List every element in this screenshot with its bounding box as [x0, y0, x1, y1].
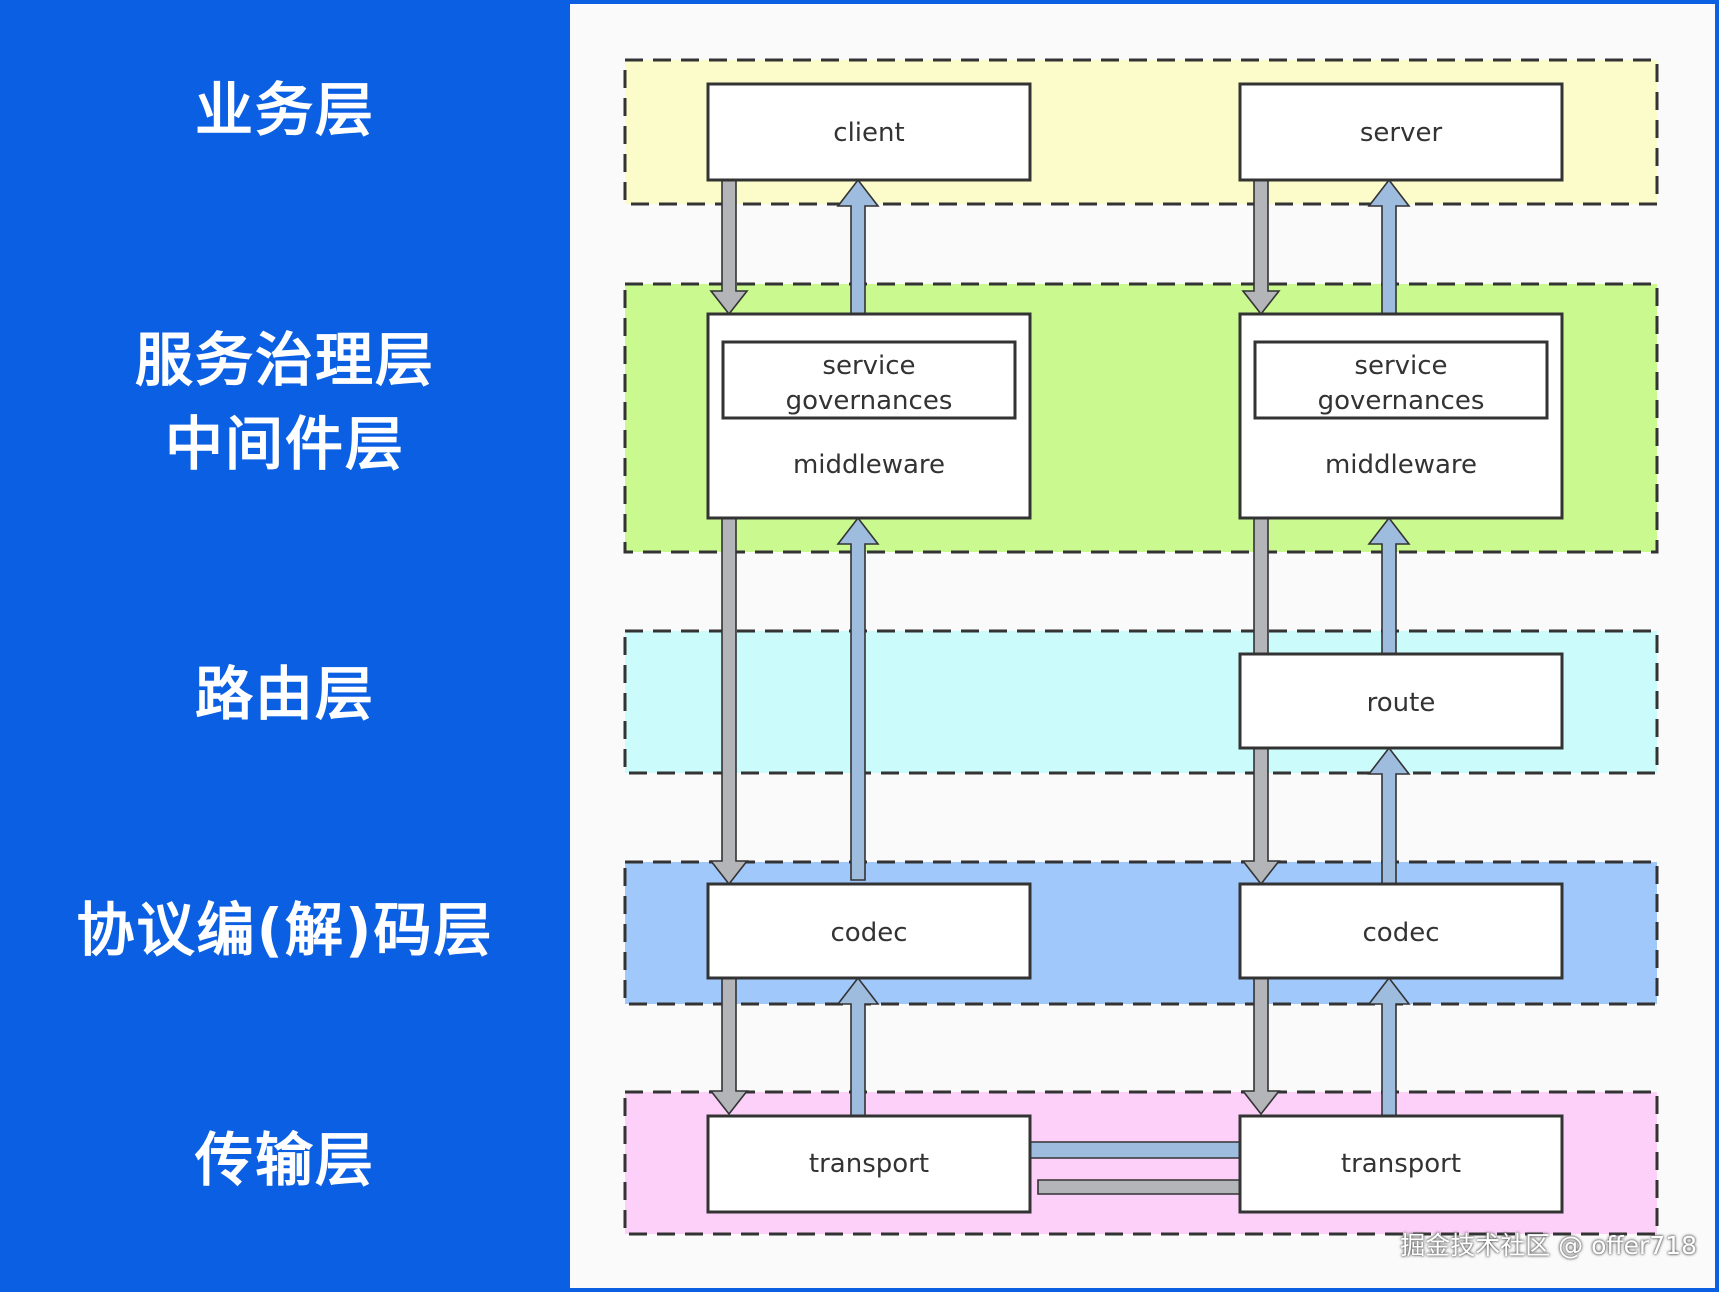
server-label: server	[1360, 118, 1443, 148]
layer-label-route: 路由层	[194, 660, 375, 728]
watermark: 掘金技术社区 @ offer718	[1400, 1231, 1697, 1260]
codec-box-right	[1238, 882, 1564, 980]
middleware-label-left: middleware	[793, 450, 945, 480]
layer-label-codec: 协议编(解)码层	[76, 896, 494, 964]
service-governance-box-right	[1253, 340, 1549, 420]
arrow-up-middleware-client	[836, 178, 880, 315]
arrow-down-codec-transport-right	[1241, 977, 1281, 1116]
arrow-down-route-codec	[1241, 747, 1281, 886]
transport-box-left	[706, 1114, 1032, 1214]
right-arrows	[1241, 178, 1411, 1117]
service-governance-label-line2-right: governances	[1318, 386, 1485, 416]
transport-box-right	[1238, 1114, 1564, 1214]
left-column: client service governances middleware co…	[706, 82, 1032, 1214]
client-label: client	[833, 118, 904, 148]
arrow-up-route-middleware	[1367, 516, 1411, 655]
arrow-up-transport-codec-right	[1367, 976, 1411, 1117]
arrow-down-client-middleware	[709, 179, 749, 316]
codec-label-right: codec	[1363, 918, 1440, 948]
route-box	[1238, 652, 1564, 750]
middleware-label-right: middleware	[1325, 450, 1477, 480]
client-box	[706, 82, 1032, 182]
right-column: server service governances middleware ro…	[1238, 82, 1564, 1214]
service-governance-label-line1-right: service	[1354, 351, 1447, 381]
architecture-panel: client service governances middleware co…	[570, 4, 1715, 1288]
left-arrows	[709, 178, 880, 1117]
arrow-up-codec-route	[1367, 746, 1411, 885]
service-governance-label-line1: service	[822, 351, 915, 381]
server-box	[1238, 82, 1564, 182]
layer-label-business: 业务层	[194, 76, 375, 144]
arrow-up-codec-middleware	[836, 516, 880, 881]
route-label: route	[1367, 688, 1436, 718]
codec-box-left	[706, 882, 1032, 980]
arrow-up-middleware-server	[1367, 178, 1411, 315]
arrow-up-transport-codec	[836, 976, 880, 1117]
arrow-down-server-middleware	[1241, 179, 1281, 316]
arrow-down-middleware-codec	[709, 517, 749, 886]
layer-label-governance-middleware: 服务治理层 中间件层	[134, 326, 435, 479]
arrow-down-middleware-route	[1253, 517, 1269, 655]
service-governance-label-line2: governances	[786, 386, 953, 416]
codec-label-left: codec	[831, 918, 908, 948]
transport-label-left: transport	[809, 1149, 929, 1179]
architecture-diagram: client service governances middleware co…	[623, 58, 1659, 1236]
transport-label-right: transport	[1341, 1149, 1461, 1179]
service-governance-box-left	[721, 340, 1017, 420]
layer-label-transport: 传输层	[194, 1126, 375, 1194]
arrow-down-codec-transport	[709, 977, 749, 1116]
